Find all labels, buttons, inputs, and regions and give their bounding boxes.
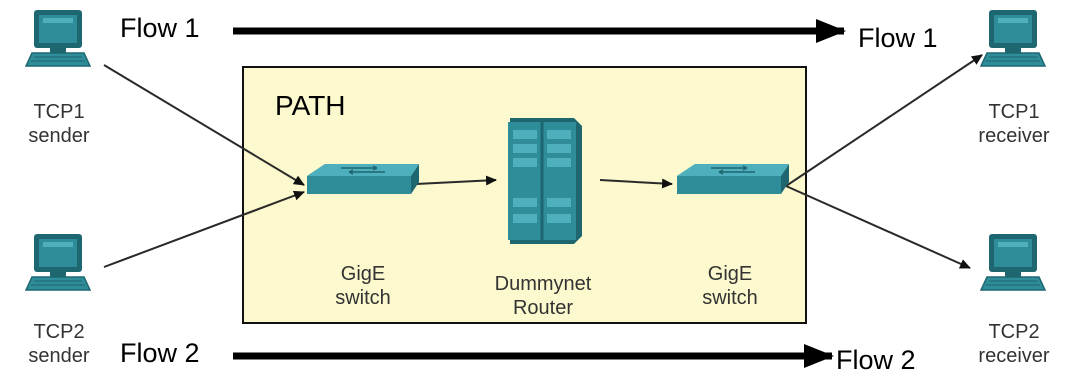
tcp1-receiver-label: TCP1 receiver (962, 100, 1066, 148)
tcp1-sender-label: TCP1 sender (14, 100, 104, 148)
router-label: Dummynet Router (478, 272, 608, 320)
tcp2-receiver-line2: receiver (978, 345, 1050, 367)
flow-2-start-label: Flow 2 (120, 338, 200, 368)
link-tcp1-sender-to-switch (103, 64, 305, 186)
computer-icon (980, 9, 1046, 67)
tcp2-sender-line2: sender (28, 345, 90, 367)
link-switch-to-router (415, 175, 497, 186)
flow-1-start-label: Flow 1 (120, 13, 200, 43)
tcp2-sender-label: TCP2 sender (14, 320, 104, 368)
right-switch-line1: GigE (707, 263, 753, 285)
flow-1-end-label: Flow 1 (858, 23, 938, 53)
switch-icon (306, 163, 420, 195)
flow-2-end-label: Flow 2 (836, 345, 916, 375)
link-switch-to-tcp2-receiver (785, 185, 971, 269)
tcp1-receiver-line2: receiver (978, 125, 1050, 147)
path-title: PATH (275, 90, 346, 121)
router-line1: Dummynet (494, 273, 592, 295)
router-line2: Router (512, 297, 574, 319)
left-switch-line1: GigE (340, 263, 386, 285)
left-switch-line2: switch (335, 287, 391, 309)
tcp1-receiver-line1: TCP1 (988, 101, 1040, 123)
link-switch-to-tcp1-receiver (785, 54, 983, 187)
switch-icon (676, 163, 790, 195)
left-switch-label: GigE switch (313, 262, 413, 310)
computer-icon (25, 233, 91, 291)
tcp2-sender-line1: TCP2 (33, 321, 85, 343)
computer-icon (980, 233, 1046, 291)
computer-icon (25, 9, 91, 67)
right-switch-label: GigE switch (680, 262, 780, 310)
link-router-to-switch (599, 178, 673, 189)
router-rack-icon (508, 118, 582, 244)
link-tcp2-sender-to-switch (103, 190, 305, 268)
tcp2-receiver-line1: TCP2 (988, 321, 1040, 343)
tcp1-sender-line2: sender (28, 125, 90, 147)
tcp1-sender-line1: TCP1 (33, 101, 85, 123)
tcp2-receiver-label: TCP2 receiver (962, 320, 1066, 368)
right-switch-line2: switch (702, 287, 758, 309)
